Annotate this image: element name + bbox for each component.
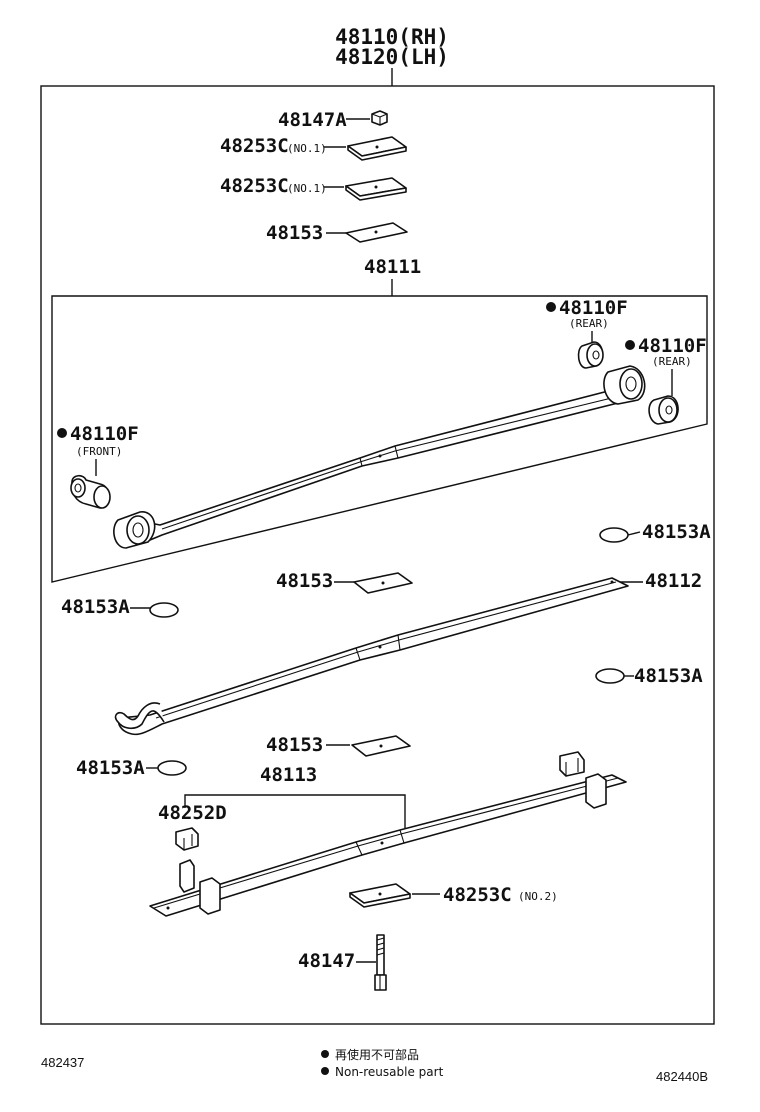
label-48153A-right-2[interactable]: 48153A: [634, 665, 703, 687]
diagram-code-right: 482440B: [656, 1069, 708, 1084]
label-48113[interactable]: 48113: [260, 764, 317, 786]
label-48110F-front-sub: (FRONT): [76, 445, 122, 458]
pad-48153A-left-2[interactable]: [157, 760, 187, 776]
liner-48153-mid[interactable]: [353, 572, 413, 594]
legend-jp: 再使用不可部品: [335, 1047, 419, 1062]
label-48147A[interactable]: 48147A: [278, 109, 347, 131]
liner-48153-low[interactable]: [351, 735, 411, 757]
non-reusable-mark-rear-2: [625, 340, 635, 350]
main-leaf-48111[interactable]: [113, 365, 646, 549]
label-48153-mid[interactable]: 48153: [276, 570, 333, 592]
label-48111[interactable]: 48111: [364, 256, 421, 278]
plate-48253C-no2[interactable]: [349, 883, 411, 908]
diagram-code-left: 482437: [41, 1055, 84, 1070]
sub-assembly-frame-48111: [51, 295, 708, 583]
non-reusable-mark-rear-1: [546, 302, 556, 312]
nut-48147A[interactable]: [371, 110, 388, 126]
assembly-number-lh: 48120(LH): [335, 45, 449, 69]
label-48153A-left-2[interactable]: 48153A: [76, 757, 145, 779]
label-48110F-rear-2[interactable]: 48110F: [638, 335, 707, 357]
label-48253C-no2[interactable]: 48253C: [443, 884, 512, 906]
assembly-number-rh: 48110(RH): [335, 25, 449, 49]
label-48253C-no1-a-sub: (NO.1): [287, 142, 327, 155]
label-48110F-rear-2-sub: (REAR): [652, 355, 692, 368]
pad-48153A-right-1[interactable]: [599, 527, 629, 543]
pad-48153A-right-2[interactable]: [595, 668, 625, 684]
label-48153A-left-1[interactable]: 48153A: [61, 596, 130, 618]
legend-dot-jp: [321, 1050, 329, 1058]
legend-en: Non-reusable part: [335, 1065, 444, 1079]
leaf-48112[interactable]: [114, 577, 629, 736]
label-48153A-right-1[interactable]: 48153A: [642, 521, 711, 543]
bolt-48147[interactable]: [374, 934, 387, 991]
pad-48153A-left-1[interactable]: [149, 602, 179, 618]
bush-48110F-rear-1[interactable]: [577, 341, 604, 369]
bush-48110F-front[interactable]: [70, 474, 111, 509]
plate-48253C-no1-a[interactable]: [347, 136, 407, 161]
label-48110F-front[interactable]: 48110F: [70, 423, 139, 445]
non-reusable-mark-front: [57, 428, 67, 438]
label-48253C-no1-b[interactable]: 48253C: [220, 175, 289, 197]
clip-48252D[interactable]: [175, 827, 199, 851]
label-48112[interactable]: 48112: [645, 570, 702, 592]
label-48253C-no1-b-sub: (NO.1): [287, 182, 327, 195]
label-48153-low[interactable]: 48153: [266, 734, 323, 756]
assembly-frame: [40, 85, 715, 1025]
label-48253C-no1-a[interactable]: 48253C: [220, 135, 289, 157]
legend-dot-en: [321, 1067, 329, 1075]
bush-48110F-rear-2[interactable]: [648, 395, 679, 425]
liner-48153-top[interactable]: [345, 222, 408, 243]
label-48252D[interactable]: 48252D: [158, 802, 227, 824]
label-48147[interactable]: 48147: [298, 950, 355, 972]
label-48110F-rear-1-sub: (REAR): [569, 317, 609, 330]
leaf-48113[interactable]: [149, 751, 627, 917]
label-48153-top[interactable]: 48153: [266, 222, 323, 244]
label-48253C-no2-sub: (NO.2): [518, 890, 558, 903]
plate-48253C-no1-b[interactable]: [345, 177, 407, 201]
label-48110F-rear-1[interactable]: 48110F: [559, 297, 628, 319]
